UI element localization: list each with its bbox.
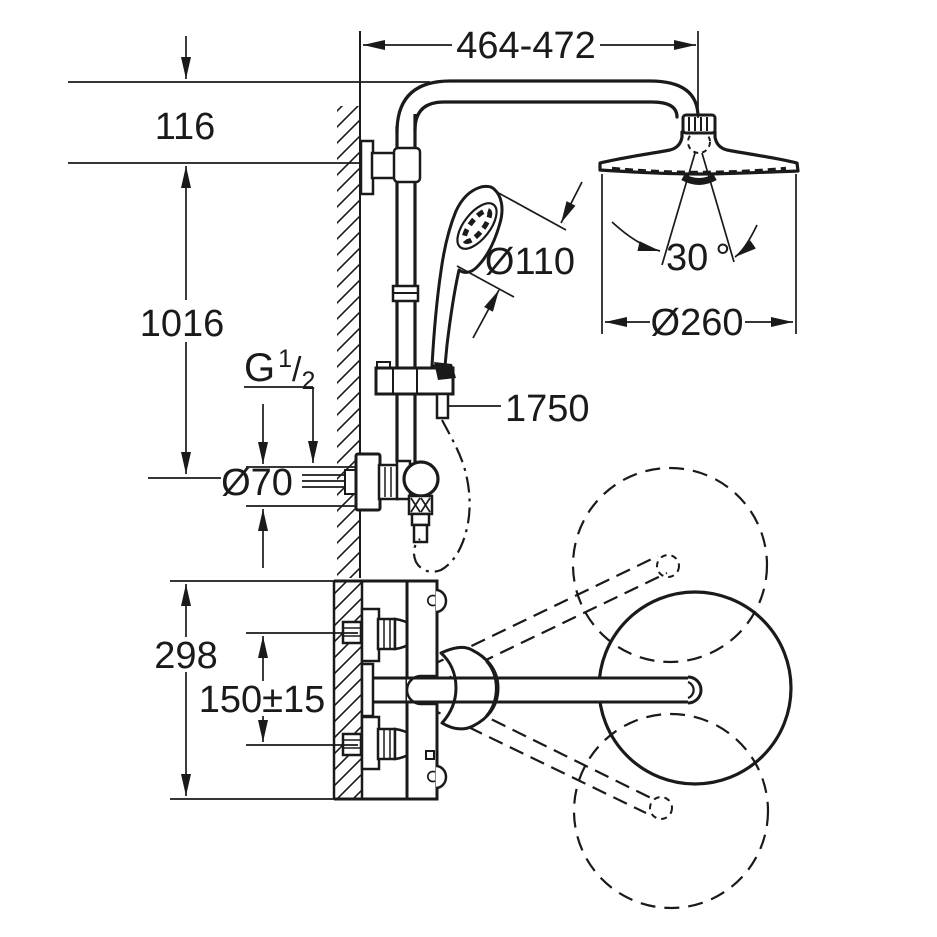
swivel-arm-solid <box>372 645 703 731</box>
wall-union-elbow <box>302 452 440 544</box>
wall-hatching <box>337 106 360 578</box>
handle-shadow <box>434 362 456 380</box>
dim-union-diameter: Ø70 <box>221 404 356 568</box>
swivel-position-lower <box>572 712 770 910</box>
s-union-nut-bottom <box>376 727 397 761</box>
arm-end-cap-outer <box>687 675 703 705</box>
escutcheon-bottom <box>360 715 381 771</box>
head-shower <box>598 113 800 185</box>
rail-height-label: 1016 <box>140 303 225 345</box>
spray-face <box>456 202 498 250</box>
bracket-body <box>374 366 455 396</box>
riser-rail <box>359 79 700 462</box>
dim-rail-height: 1016 <box>140 166 225 479</box>
shower-hose <box>412 419 471 573</box>
swivel-position-upper <box>571 466 769 664</box>
swivel-angle-label: 30° <box>666 237 730 279</box>
s-union-nut-top <box>376 617 397 651</box>
elbow-ball <box>402 460 440 498</box>
head-diameter-label: Ø260 <box>651 302 744 344</box>
swivel-arms-dashed <box>426 554 680 820</box>
hand-shower-diameter-label: Ø110 <box>485 241 575 283</box>
dim-head-diameter: Ø260 <box>601 174 797 344</box>
hose-collar <box>410 512 431 527</box>
wall-hatching-top-view <box>334 581 362 799</box>
arm-cap-lower <box>649 796 673 820</box>
hose-tail-stub <box>412 523 429 544</box>
handle-bottom-detail <box>427 770 436 783</box>
spray-face-pattern <box>461 208 493 244</box>
arm-fill <box>407 678 688 703</box>
handle-top-detail <box>427 594 436 607</box>
dim-supply-spacing: 150±15 <box>199 632 358 746</box>
hose-length-label: 1750 <box>505 388 590 430</box>
head-shower-dome <box>598 130 800 176</box>
shower-arm-inner <box>413 100 679 132</box>
safety-button <box>425 750 435 760</box>
hand-shower <box>430 184 504 368</box>
ball-joint <box>687 130 711 154</box>
hand-shower-rim <box>485 660 498 717</box>
supply-spacing-label: 150±15 <box>199 679 326 721</box>
dim-wall-offset: 116 <box>68 36 430 164</box>
side-view: 30° Ø260 1750 <box>68 25 800 578</box>
center-outlet <box>681 173 717 185</box>
arm-reach-label: 464-472 <box>456 25 595 67</box>
union-diameter-label: Ø70 <box>221 462 293 504</box>
dim-hose-length: 1750 <box>448 388 590 430</box>
angle-arrow-right <box>734 224 758 258</box>
dim-trim-height: 298 <box>154 580 334 800</box>
wall-offset-label: 116 <box>155 106 216 148</box>
arm-cap-upper <box>656 554 680 578</box>
angle-arrow-left <box>611 221 661 252</box>
head-swivel-angle: 30° <box>611 152 758 279</box>
slider-bracket <box>374 361 456 420</box>
dim-arm-reach: 464-472 <box>363 25 699 118</box>
hose-outlet-stub <box>435 392 450 420</box>
dim-hand-shower-diameter: Ø110 <box>456 181 583 339</box>
wall-bracket-arm <box>370 151 397 180</box>
spray-nozzles <box>611 166 787 176</box>
arm-wall-cap <box>405 674 437 706</box>
arm-collar-nut <box>681 113 717 135</box>
hand-shower-top-view <box>439 645 500 731</box>
handle-bottom <box>435 764 448 790</box>
handle-top <box>435 588 448 614</box>
top-view: 298 150±15 <box>154 466 793 910</box>
union-nut <box>377 463 400 501</box>
wall-bracket-clamp <box>392 146 422 184</box>
escutcheon-top <box>360 607 381 663</box>
shower-arm-outer <box>395 79 700 134</box>
arm-end-cap-inner <box>687 680 695 700</box>
union-flange <box>354 452 382 512</box>
trim-height-label: 298 <box>154 635 217 677</box>
escutcheon-middle <box>360 662 375 718</box>
arm-end-fill <box>675 677 701 703</box>
thermostat-trim <box>332 579 448 801</box>
